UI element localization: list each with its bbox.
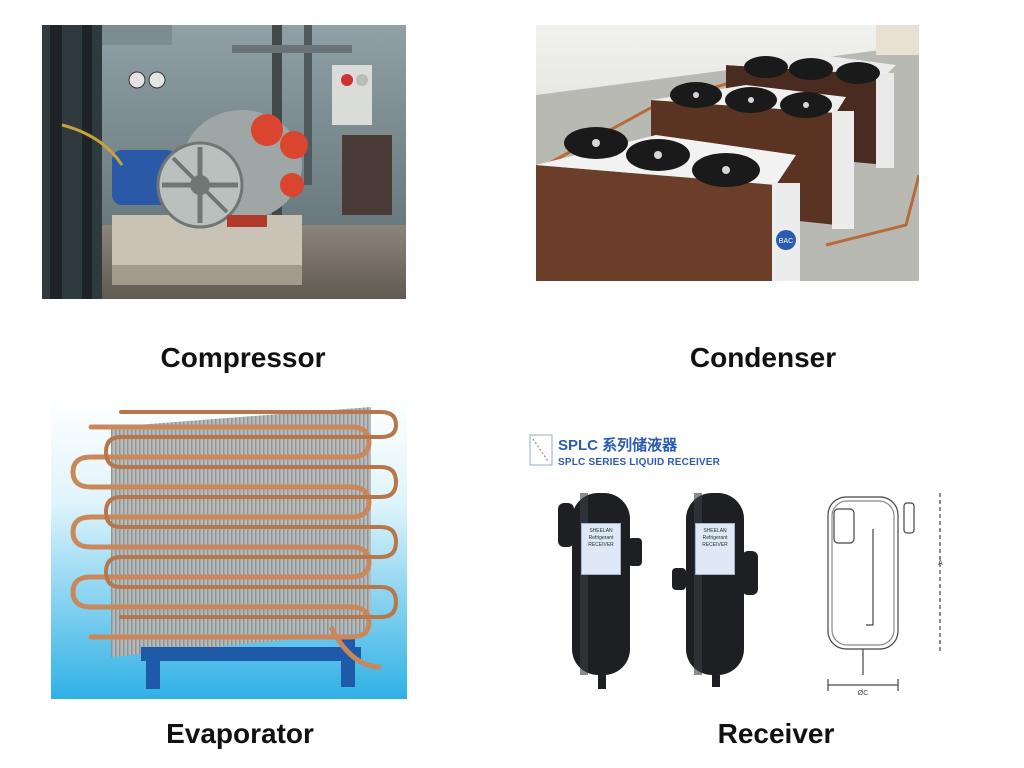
tank-label: SHEELAN Refrigerant RECEIVER xyxy=(581,523,621,575)
evaporator-photo xyxy=(51,397,407,699)
condenser-photo: BAC xyxy=(536,25,919,281)
receiver-product-title: SPLC 系列储液器 SPLC SERIES LIQUID RECEIVER xyxy=(558,437,720,471)
tank-label: SHEELAN Refrigerant RECEIVER xyxy=(695,523,735,575)
receiver-photo: A ØC SHEELAN Refrigerant RECEIVER SHEELA… xyxy=(528,425,948,697)
compressor-photo xyxy=(42,25,406,299)
caption-receiver: Receiver xyxy=(717,718,835,749)
receiver-diagram xyxy=(827,493,941,691)
diagram-height-label: A xyxy=(938,560,943,567)
tank-label-line: SHEELAN xyxy=(589,528,613,534)
tank-label-line: RECEIVER xyxy=(588,542,614,548)
receiver-title-line: SPLC 系列储液器 xyxy=(558,437,678,454)
condenser-brand-logo: BAC xyxy=(779,238,793,245)
tank-label-line: RECEIVER xyxy=(702,542,728,548)
receiver-subtitle-line: SPLC SERIES LIQUID RECEIVER xyxy=(558,457,721,468)
tank-label-line: SHEELAN xyxy=(703,528,727,534)
diagram-diameter-label: ØC xyxy=(858,690,869,697)
splc-logo-icon xyxy=(529,434,553,466)
caption-evaporator: Evaporator xyxy=(166,718,314,749)
caption-compressor: Compressor xyxy=(160,342,326,373)
tank-label-line: Refrigerant xyxy=(702,535,728,541)
caption-condenser: Condenser xyxy=(689,342,837,373)
tank-label-line: Refrigerant xyxy=(588,535,614,541)
